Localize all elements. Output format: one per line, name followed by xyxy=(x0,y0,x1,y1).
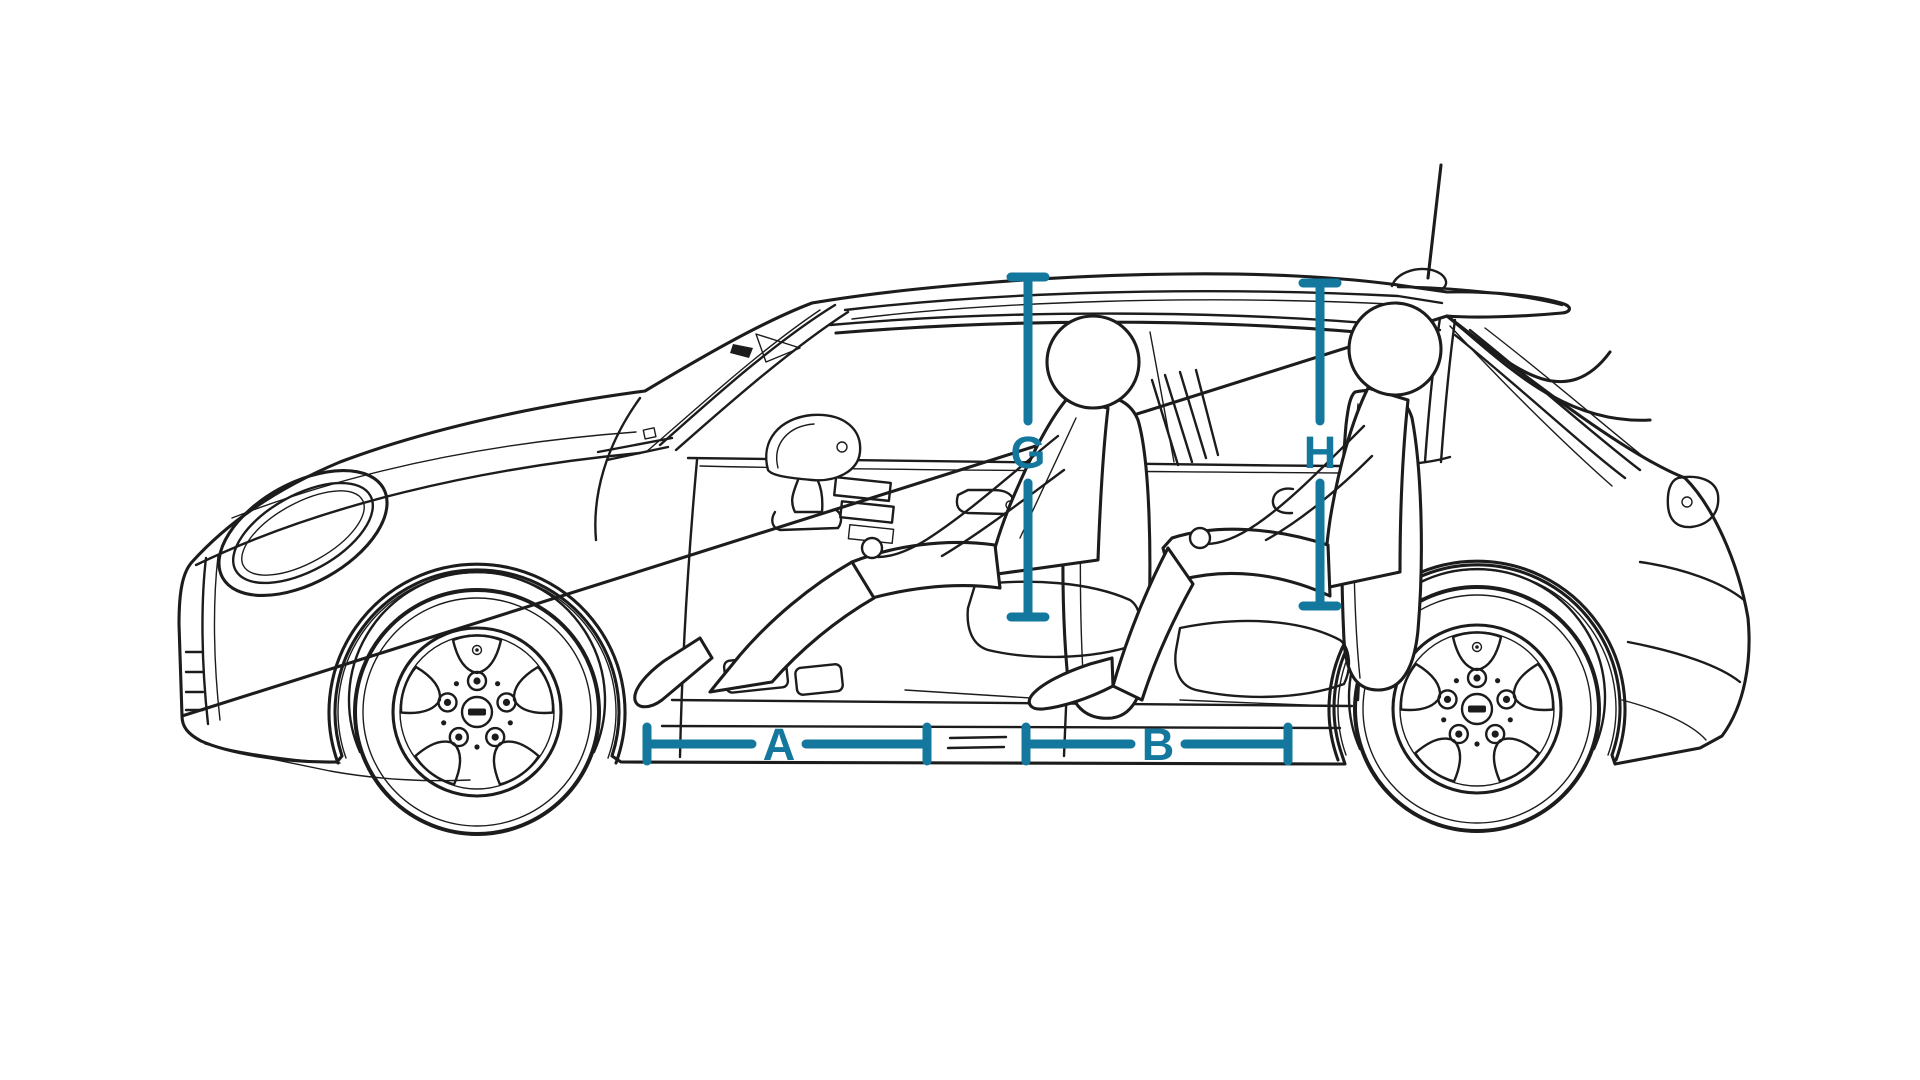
rear-end xyxy=(1449,325,1746,741)
rearview-mirror xyxy=(730,344,753,358)
front-occupant-shin xyxy=(708,560,876,694)
rear-door-handle xyxy=(1271,487,1295,515)
side-mirror xyxy=(765,413,862,532)
rear-occupant-head xyxy=(1347,301,1443,397)
car-illustration xyxy=(177,163,1751,836)
rear-occupant-foot xyxy=(1027,656,1115,711)
tail-light xyxy=(1666,475,1720,529)
dimension-G: G xyxy=(1006,272,1050,622)
dimension-H: H xyxy=(1298,278,1342,611)
antenna xyxy=(1426,163,1443,280)
front-door-handle xyxy=(955,488,1015,516)
dimension-label-B: B xyxy=(1142,719,1175,770)
dash-cluster xyxy=(833,476,895,544)
rocker-marks xyxy=(946,735,1008,750)
rear-occupant-shin xyxy=(1111,546,1195,702)
headlight xyxy=(217,468,389,598)
rear-occupant xyxy=(1027,301,1443,711)
dimension-label-G: G xyxy=(1010,427,1045,478)
spoiler-and-antenna xyxy=(1390,163,1564,307)
dimension-label-H: H xyxy=(1304,427,1337,478)
rear-seat-cushion xyxy=(1174,619,1351,699)
front-occupant-foot xyxy=(633,636,714,709)
front-wheel xyxy=(353,588,601,836)
wheel-arches xyxy=(327,559,1627,765)
dimension-label-A: A xyxy=(763,719,796,770)
dimension-annotations: G H A B xyxy=(642,272,1342,770)
front-end xyxy=(184,396,674,782)
dimension-A: A xyxy=(642,719,932,770)
dimension-B: B xyxy=(1021,719,1293,770)
front-occupant-head xyxy=(1045,314,1141,410)
front-occupant xyxy=(633,314,1141,709)
